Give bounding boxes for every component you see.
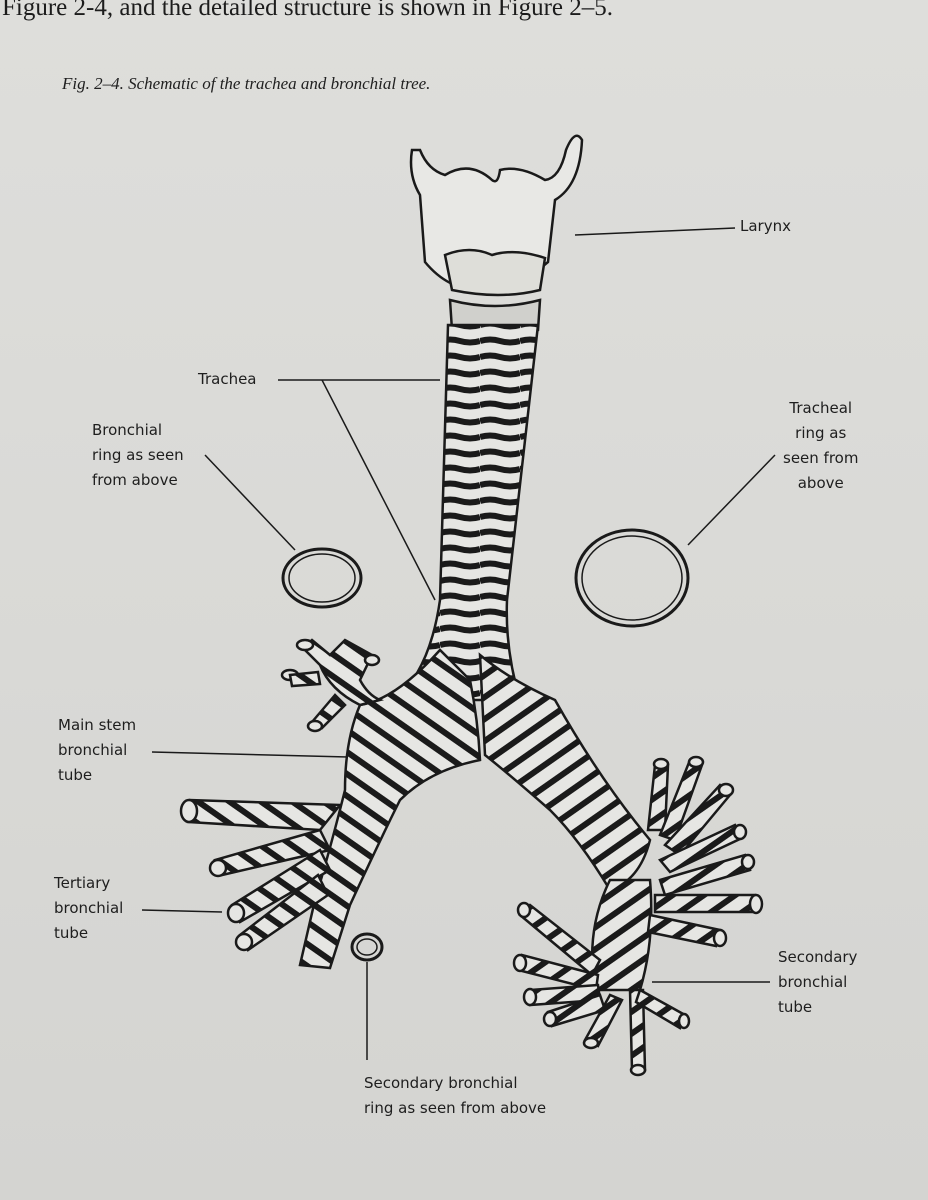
label-secondary-bronchial-ring: Secondary bronchial ring as seen from ab… (364, 1074, 547, 1117)
leader-lines (141, 227, 776, 1060)
tracheal-ring-icon (574, 528, 690, 628)
right-main-bronchus (478, 652, 652, 892)
left-lower-branches (179, 798, 343, 952)
larynx-shape (409, 134, 584, 336)
figure-caption: Fig. 2–4. Schematic of the trachea and b… (62, 74, 431, 93)
bronchial-ring-icon (281, 547, 363, 609)
label-secondary-bronchial-tube: Secondary bronchial tube (778, 948, 858, 1016)
left-upper-branches (280, 638, 384, 733)
label-trachea: Trachea (198, 370, 257, 388)
secondary-bronchial-ring-icon (350, 932, 384, 962)
right-branches (512, 755, 764, 1077)
page-header-text: Figure 2-4, and the detailed structure i… (2, 0, 613, 21)
label-main-stem-bronchial-tube: Main stem bronchial tube (58, 716, 137, 784)
label-larynx: Larynx (740, 217, 791, 235)
label-tracheal-ring: Tracheal ring as seen from above (783, 399, 859, 492)
label-bronchial-ring: Bronchial ring as seen from above (92, 421, 184, 489)
trachea-tube (391, 323, 540, 702)
label-tertiary-bronchial-tube: Tertiary bronchial tube (54, 874, 124, 942)
